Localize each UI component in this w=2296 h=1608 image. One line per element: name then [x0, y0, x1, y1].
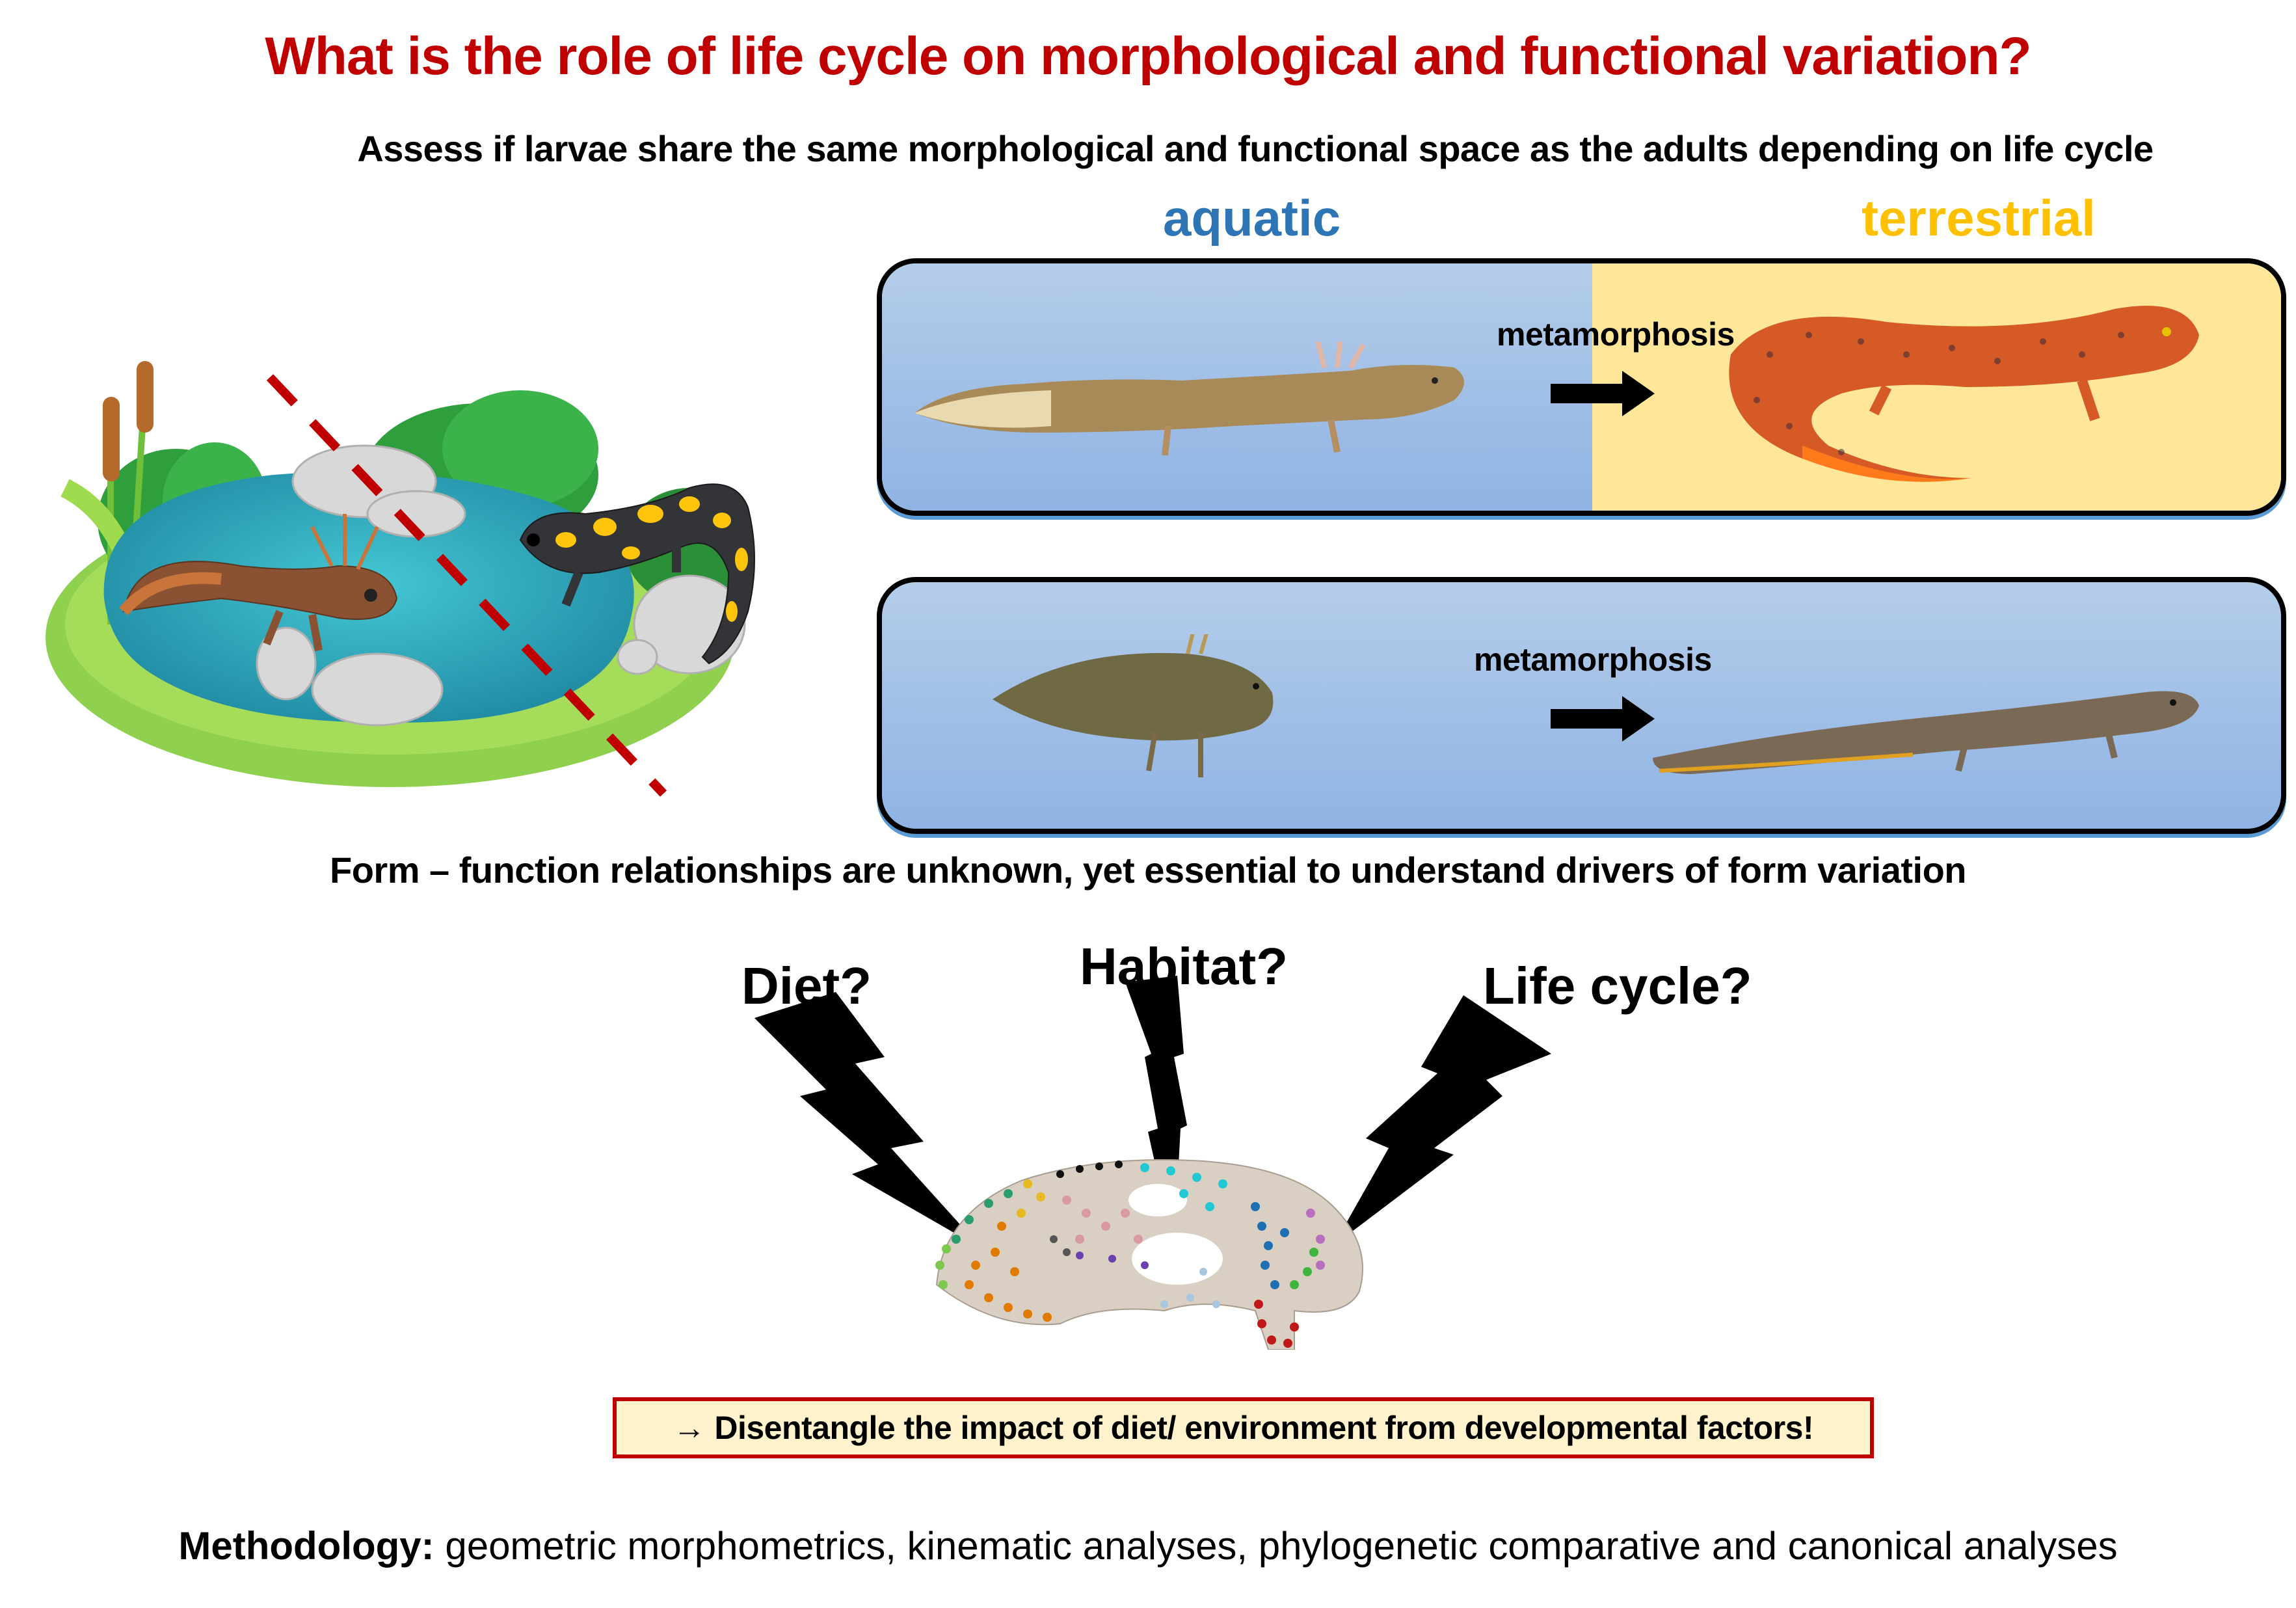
landmarks-black: [1056, 1160, 1123, 1178]
fire-salamander-cartoon: [519, 483, 755, 665]
aquatic-larva-photo: [914, 342, 1464, 456]
page-subtitle: Assess if larvae share the same morpholo…: [357, 128, 2154, 169]
landmarks-grey: [1050, 1235, 1071, 1256]
factor-life-cycle: Life cycle?: [1483, 957, 1752, 1015]
landmarks-cyan: [1140, 1163, 1227, 1211]
landmarks-orange: [965, 1222, 1052, 1322]
landmarks-purple: [1076, 1252, 1149, 1269]
landmarks-blue: [1251, 1202, 1289, 1289]
landmarks-red: [1254, 1300, 1299, 1348]
aquatic-newt-photo: [1653, 691, 2199, 774]
pond-larva-photo: [993, 634, 1274, 777]
lightning-bolt-icon-life-cycle: [1333, 995, 1551, 1246]
landmarks-teal: [952, 1189, 1013, 1244]
terrestrial-adult-photo: [1729, 306, 2199, 482]
landmarks-lightblue: [1160, 1268, 1220, 1308]
pond-illustration: [26, 351, 820, 807]
pond-scene-icon: [46, 361, 755, 797]
aquatic-label: aquatic: [1163, 189, 1341, 247]
landmarks-pink: [1062, 1196, 1143, 1244]
larva-cartoon: [119, 514, 398, 652]
terrestrial-label: terrestrial: [1862, 189, 2096, 247]
metamorphosis-label-bottom: metamorphosis: [1474, 641, 1712, 678]
rocks: [256, 444, 746, 727]
landmarks-violet: [1306, 1209, 1325, 1270]
methodology-text: geometric morphometrics, kinematic analy…: [434, 1524, 2118, 1568]
panel-aquatic-adult: metamorphosis: [877, 577, 2286, 834]
methodology-line: Methodology: geometric morphometrics, ki…: [0, 1523, 2296, 1568]
methodology-label: Methodology:: [178, 1524, 434, 1568]
form-function-statement: Form – function relationships are unknow…: [329, 850, 1967, 891]
arrow-right-icon-bottom: [1551, 696, 1655, 742]
conclusion-box: → Disentangle the impact of diet/ enviro…: [613, 1397, 1874, 1458]
factor-habitat: Habitat?: [1080, 937, 1288, 995]
lightning-bolt-icon-diet: [754, 992, 982, 1249]
arrow-right-icon: [1551, 371, 1655, 416]
landmarks-lightgreen: [935, 1244, 951, 1289]
conclusion-text: Disentangle the impact of diet/ environm…: [714, 1410, 1814, 1446]
page-title: What is the role of life cycle on morpho…: [265, 27, 2031, 86]
landmarks-green: [1290, 1248, 1318, 1289]
terrestrial-zone: [1592, 263, 2281, 511]
arrow-right-icon-conclusion: →: [673, 1410, 706, 1446]
red-dashed-divider: [266, 374, 667, 797]
panel-biphasic: metamorphosis: [877, 258, 2286, 516]
landmarks-yellow: [1017, 1179, 1045, 1218]
metamorphosis-label-top: metamorphosis: [1497, 316, 1735, 353]
skull-landmarks-illustration: [935, 1159, 1363, 1350]
